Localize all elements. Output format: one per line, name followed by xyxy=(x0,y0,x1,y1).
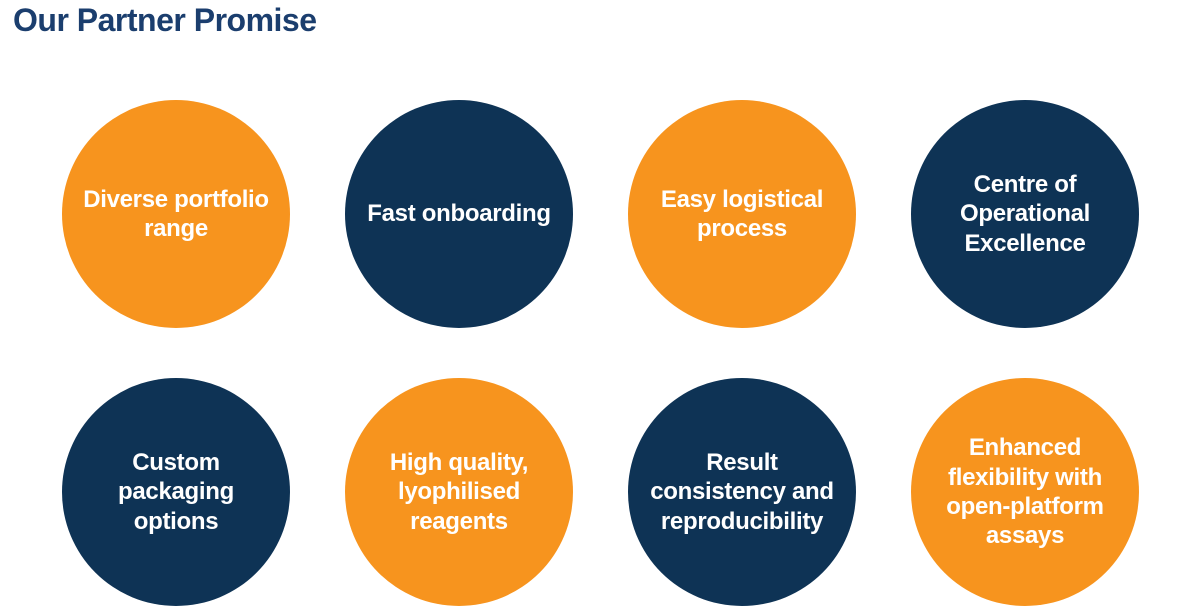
promise-circle-diverse-portfolio: Diverse portfolio range xyxy=(62,100,290,328)
promise-circle-lyophilised-reagents: High quality, lyophilised reagents xyxy=(345,378,573,606)
promise-circle-fast-onboarding: Fast onboarding xyxy=(345,100,573,328)
promise-circle-label: High quality, lyophilised reagents xyxy=(389,449,529,535)
promise-circle-easy-logistics: Easy logistical process xyxy=(628,100,856,328)
page-title: Our Partner Promise xyxy=(13,2,317,38)
promise-circle-operational-excellence: Centre of Operational Excellence xyxy=(911,100,1139,328)
promise-circle-label: Centre of Operational Excellence xyxy=(959,171,1091,257)
promise-grid: Diverse portfolio range Fast onboarding … xyxy=(62,100,1139,606)
promise-circle-label: Easy logistical process xyxy=(660,185,824,242)
promise-circle-open-platform-assays: Enhanced flexibility with open-platform … xyxy=(911,378,1139,606)
promise-circle-custom-packaging: Custom packaging options xyxy=(62,378,290,606)
promise-circle-label: Fast onboarding xyxy=(367,200,551,228)
promise-circle-result-consistency: Result consistency and reproducibility xyxy=(628,378,856,606)
promise-circle-label: Custom packaging options xyxy=(118,449,234,535)
promise-circle-label: Result consistency and reproducibility xyxy=(650,449,834,535)
promise-circle-label: Enhanced flexibility with open-platform … xyxy=(946,434,1104,550)
promise-circle-label: Diverse portfolio range xyxy=(83,185,269,242)
